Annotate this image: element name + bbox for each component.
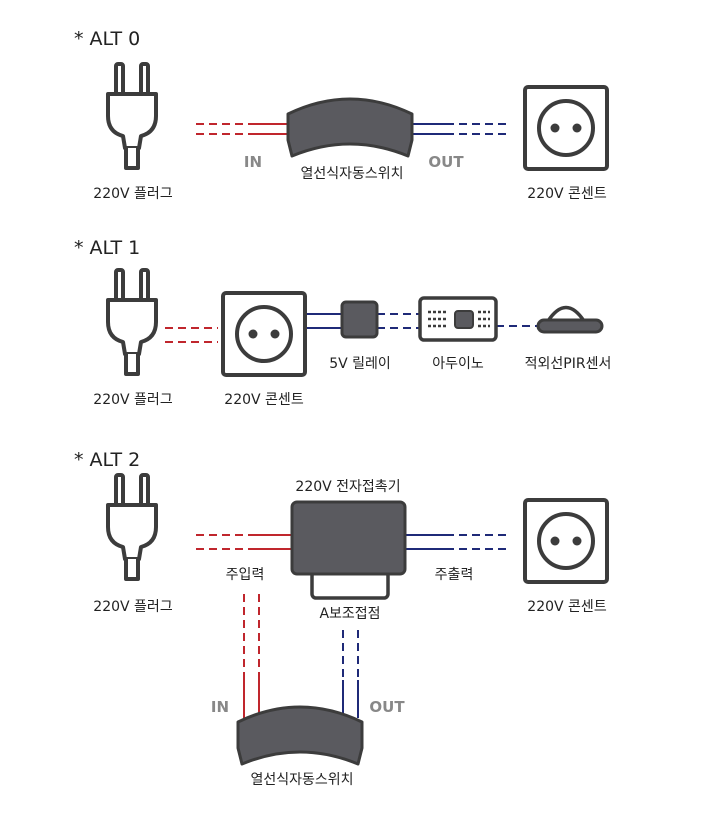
plug-icon: [106, 473, 158, 581]
relay-icon: [340, 300, 379, 339]
alt1-outlet-label: 220V 콘센트: [224, 392, 304, 408]
alt0-plug-label: 220V 플러그: [93, 186, 173, 202]
alt2-outlet-wires: [405, 534, 506, 550]
alt2-heading: * ALT 2: [74, 449, 141, 471]
alt0-out-label: OUT: [428, 153, 464, 171]
pir-sensor-icon: [536, 305, 604, 334]
alt1-pir-label: 적외선PIR센서: [524, 356, 612, 372]
arduino-icon: [418, 296, 498, 342]
alt0-outlet-label: 220V 콘센트: [527, 186, 607, 202]
alt2-main-out-label: 주출력: [434, 567, 474, 583]
alt1-plug-wires: [165, 327, 218, 343]
plug-icon: [106, 62, 158, 170]
motion-switch-icon: [286, 97, 414, 158]
alt0-heading: * ALT 0: [74, 28, 141, 50]
outlet-icon: [221, 291, 307, 377]
outlet-icon: [523, 498, 609, 584]
alt2-in-label: IN: [210, 698, 230, 716]
alt0-outlet-wires: [412, 123, 506, 135]
alt2-switch-out-wires: [342, 630, 359, 718]
alt2-contactor-label: 220V 전자접촉기: [295, 479, 401, 495]
alt1-plug-label: 220V 플러그: [93, 392, 173, 408]
alt1-relay-label: 5V 릴레이: [329, 356, 391, 372]
contactor-icon: [290, 500, 407, 600]
outlet-icon: [523, 85, 609, 171]
alt1-relay-wires: [305, 313, 342, 329]
alt1-arduino-wires: [377, 313, 420, 329]
alt2-switch-label: 열선식자동스위치: [250, 772, 354, 788]
alt0-in-label: IN: [243, 153, 263, 171]
alt2-main-in-label: 주입력: [225, 567, 265, 583]
alt2-switch-in-wires: [243, 594, 260, 718]
alt2-out-label: OUT: [369, 698, 405, 716]
alt0-plug-wires: [196, 123, 292, 135]
alt2-outlet-label: 220V 콘센트: [527, 599, 607, 615]
alt0-switch-label: 열선식자동스위치: [300, 166, 404, 182]
alt1-arduino-label: 아두이노: [432, 356, 484, 372]
alt2-plug-label: 220V 플러그: [93, 599, 173, 615]
plug-icon: [106, 268, 158, 376]
motion-switch-icon: [236, 705, 364, 766]
alt2-aux-contact-label: A보조접점: [319, 606, 381, 622]
alt1-heading: * ALT 1: [74, 237, 141, 259]
alt2-plug-wires: [196, 534, 292, 550]
